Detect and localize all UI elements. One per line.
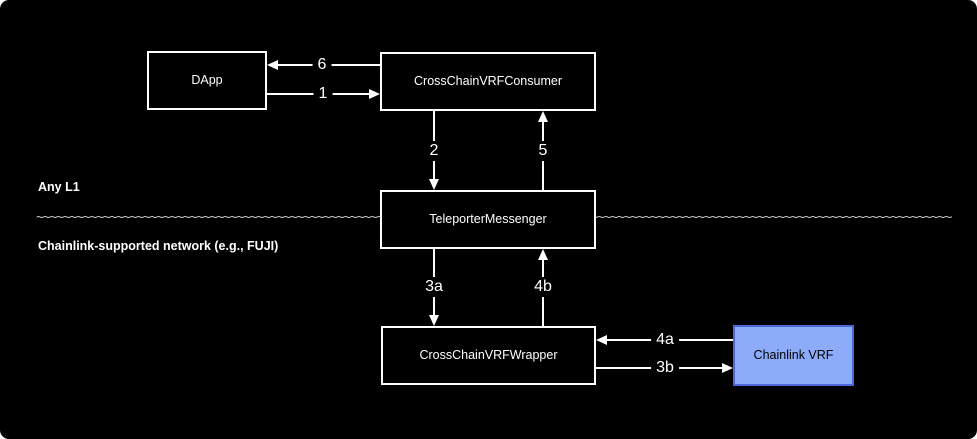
node-teleporter-messenger-label: TeleporterMessenger [429,212,547,226]
arrow-step1-head-right-icon [369,89,380,99]
arrow-step5-label: 5 [533,141,553,161]
region-label-any-l1: Any L1 [38,180,80,194]
arrow-step3b-label: 3b [651,358,679,378]
arrow-step2-head-down-icon [429,179,439,190]
node-crosschain-vrf-consumer-label: CrossChainVRFConsumer [414,74,562,88]
arrow-step3a-head-down-icon [429,315,439,326]
region-label-chainlink-network: Chainlink-supported network (e.g., FUJI) [38,239,279,253]
node-chainlink-vrf-label: Chainlink VRF [753,348,834,362]
arrow-step6-label: 6 [312,55,332,75]
node-dapp: DApp [147,51,267,110]
arrow-step3b-head-right-icon [722,363,733,373]
node-teleporter-messenger: TeleporterMessenger [380,190,596,249]
node-crosschain-vrf-wrapper: CrossChainVRFWrapper [381,326,596,385]
arrow-step1-label: 1 [313,84,333,104]
node-chainlink-vrf: Chainlink VRF [733,325,854,386]
arrow-step4a-label: 4a [651,330,679,350]
arrow-step4b-head-up-icon [538,249,548,260]
node-dapp-label: DApp [191,73,223,87]
arrow-step6-head-left-icon [267,60,278,70]
node-crosschain-vrf-wrapper-label: CrossChainVRFWrapper [419,348,558,362]
arrow-step4b-label: 4b [529,277,557,297]
node-crosschain-vrf-consumer: CrossChainVRFConsumer [380,52,596,111]
arrow-step2-label: 2 [424,141,444,161]
arrow-step5-head-up-icon [538,111,548,122]
arrow-step3a-label: 3a [420,277,448,297]
arrow-step4a-head-left-icon [596,335,607,345]
